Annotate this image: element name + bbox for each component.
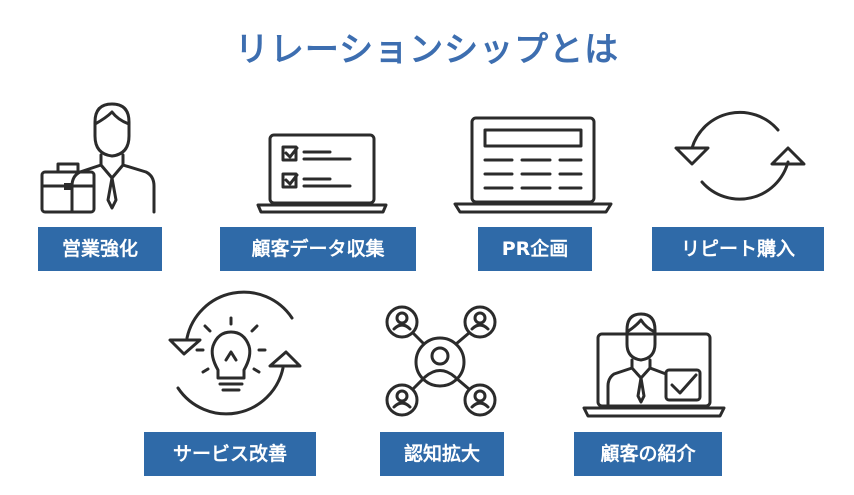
label-pr-planning: PR企画	[478, 227, 592, 271]
label-customer-referral: 顧客の紹介	[574, 432, 722, 476]
page-title: リレーションシップとは	[234, 30, 620, 70]
label-customer-data: 顧客データ収集	[220, 227, 416, 271]
label-sales: 営業強化	[38, 227, 162, 271]
label-awareness-expansion: 認知拡大	[380, 432, 504, 476]
label-repeat-purchase: リピート購入	[652, 227, 824, 271]
label-service-improvement: サービス改善	[144, 432, 316, 476]
